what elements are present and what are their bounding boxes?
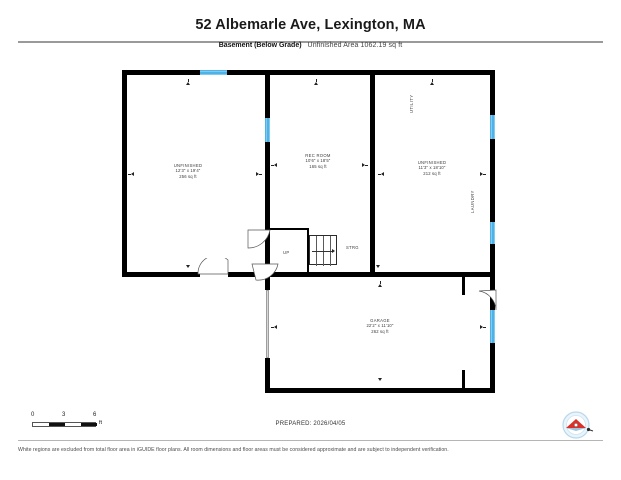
window-garage-right <box>490 310 495 343</box>
door-swing-landing-upper <box>247 229 271 249</box>
scale-label-max: 6 <box>93 412 97 418</box>
room-dimensions: 11'3" x 18'10" <box>418 165 446 171</box>
wall-right-exterior-c <box>490 244 495 284</box>
wall-interior-right-lower <box>370 235 375 273</box>
wall-interior-right <box>370 70 375 235</box>
header-divider <box>18 41 603 43</box>
page-title: 52 Albemarle Ave, Lexington, MA <box>195 17 426 33</box>
dim-arrow-bottom-right-room <box>376 265 380 268</box>
scale-label-mid: 3 <box>62 412 66 418</box>
window-interior-1 <box>265 118 270 142</box>
wall-bottom-upper-left-2 <box>228 272 270 277</box>
dim-tick <box>379 281 381 284</box>
dim-arrow-left-left-room <box>131 172 134 176</box>
dim-tick <box>128 173 131 175</box>
area-label: Unfinished Area 1062.19 sq ft <box>307 42 403 49</box>
dim-arrow-top-rec <box>314 82 318 85</box>
wall-top-mid <box>227 70 495 75</box>
wall-right-exterior-b <box>490 139 495 222</box>
window-right-2 <box>490 222 495 244</box>
laundry-label: LAUNDRY <box>470 190 475 213</box>
dim-arrow-bottom-garage <box>378 378 382 381</box>
stairs <box>309 235 337 266</box>
dim-tick <box>483 173 486 175</box>
door-swing-garage <box>478 289 497 311</box>
scale-bar-segment <box>49 423 65 426</box>
dim-arrow-right-right-room <box>480 172 483 176</box>
wall-garage-top <box>265 272 495 277</box>
stairs-up-arrow-head <box>332 248 335 253</box>
dim-tick <box>431 79 433 82</box>
room-name: REC ROOM <box>305 153 331 158</box>
wall-interior-left-a <box>265 70 270 118</box>
window-top-1 <box>200 70 227 75</box>
dim-tick <box>187 79 189 82</box>
wall-interior-left-b <box>265 142 270 277</box>
room-dimensions: 10'6" x 18'5" <box>305 158 331 164</box>
room-label-garage: GARAGE 22'2" x 11'10" 262 sq ft <box>344 318 416 334</box>
room-name: UNFINISHED <box>417 160 447 165</box>
dim-arrow-left-garage <box>274 325 277 329</box>
dim-arrow-right-left-room <box>256 172 259 176</box>
wall-right-exterior-a <box>490 70 495 115</box>
wall-garage-left-b <box>265 358 270 393</box>
dim-tick <box>271 164 274 166</box>
disclaimer-text: White regions are excluded from total fl… <box>18 447 449 453</box>
room-area: 262 sq ft <box>371 328 389 334</box>
dim-arrow-top-garage <box>378 284 382 287</box>
wall-left-exterior <box>122 70 127 277</box>
dim-tick <box>483 326 486 328</box>
stairs-up-arrow-line <box>312 251 333 252</box>
room-dimensions: 12'3" x 19'4" <box>175 168 201 174</box>
wall-garage-right-b <box>490 343 495 393</box>
dim-tick <box>271 326 274 328</box>
dim-arrow-right-rec <box>362 163 365 167</box>
wall-garage-bottom <box>265 388 495 393</box>
room-dimensions: 22'2" x 11'10" <box>366 323 394 329</box>
footer-divider <box>18 440 603 441</box>
dim-arrow-top-left-room <box>186 82 190 85</box>
room-label-unfinished-right: UNFINISHED 11'3" x 18'10" 212 sq ft <box>396 160 468 176</box>
wall-storage-top <box>270 228 309 230</box>
level-subtitle: Basement (Below Grade) Unfinished Area 10… <box>0 42 621 49</box>
scale-unit-label: ft <box>99 420 103 426</box>
wall-storage-left <box>307 228 309 273</box>
room-area: 256 sq ft <box>179 173 197 179</box>
dim-tick <box>259 173 262 175</box>
room-name: UNFINISHED <box>173 163 203 168</box>
dim-arrow-left-right-room <box>381 172 384 176</box>
scale-label-min: 0 <box>31 412 35 418</box>
utility-label: UTILITY <box>409 94 414 113</box>
dim-tick <box>315 79 317 82</box>
stairs-up-label: UP <box>283 250 290 255</box>
wall-top-left <box>122 70 200 75</box>
wall-bottom-upper-left <box>122 272 200 277</box>
dim-arrow-left-rec <box>274 163 277 167</box>
door-swing-landing-lower <box>251 263 279 281</box>
dim-arrow-bottom-left-room <box>186 265 190 268</box>
dim-arrow-right-garage <box>480 325 483 329</box>
dim-tick <box>365 164 368 166</box>
storage-label: STRG <box>346 245 359 250</box>
compass-rose-icon <box>562 411 594 439</box>
window-right-1 <box>490 115 495 139</box>
room-name: GARAGE <box>370 318 390 323</box>
room-label-rec-room: REC ROOM 10'6" x 18'5" 165 sq ft <box>282 153 354 169</box>
wall-garage-left <box>265 272 270 290</box>
scale-bar-segment <box>81 423 97 426</box>
room-area: 212 sq ft <box>423 170 441 176</box>
scale-bar <box>32 422 97 427</box>
dim-tick <box>378 173 381 175</box>
level-label: Basement (Below Grade) <box>218 42 302 49</box>
dim-arrow-top-right-room <box>430 82 434 85</box>
wall-garage-stub-bottom <box>462 370 465 388</box>
room-area: 165 sq ft <box>309 163 327 169</box>
wall-garage-stub-top <box>462 277 465 295</box>
floor-plan-canvas: UP STRG UNFINISHED 12'3" x 19'4" 256 sq … <box>122 70 497 393</box>
prepared-date: PREPARED: 2026/04/05 <box>275 421 346 427</box>
garage-door-left <box>266 290 269 358</box>
door-swing-left-room <box>197 258 229 275</box>
room-label-unfinished-left: UNFINISHED 12'3" x 19'4" 256 sq ft <box>152 163 224 179</box>
